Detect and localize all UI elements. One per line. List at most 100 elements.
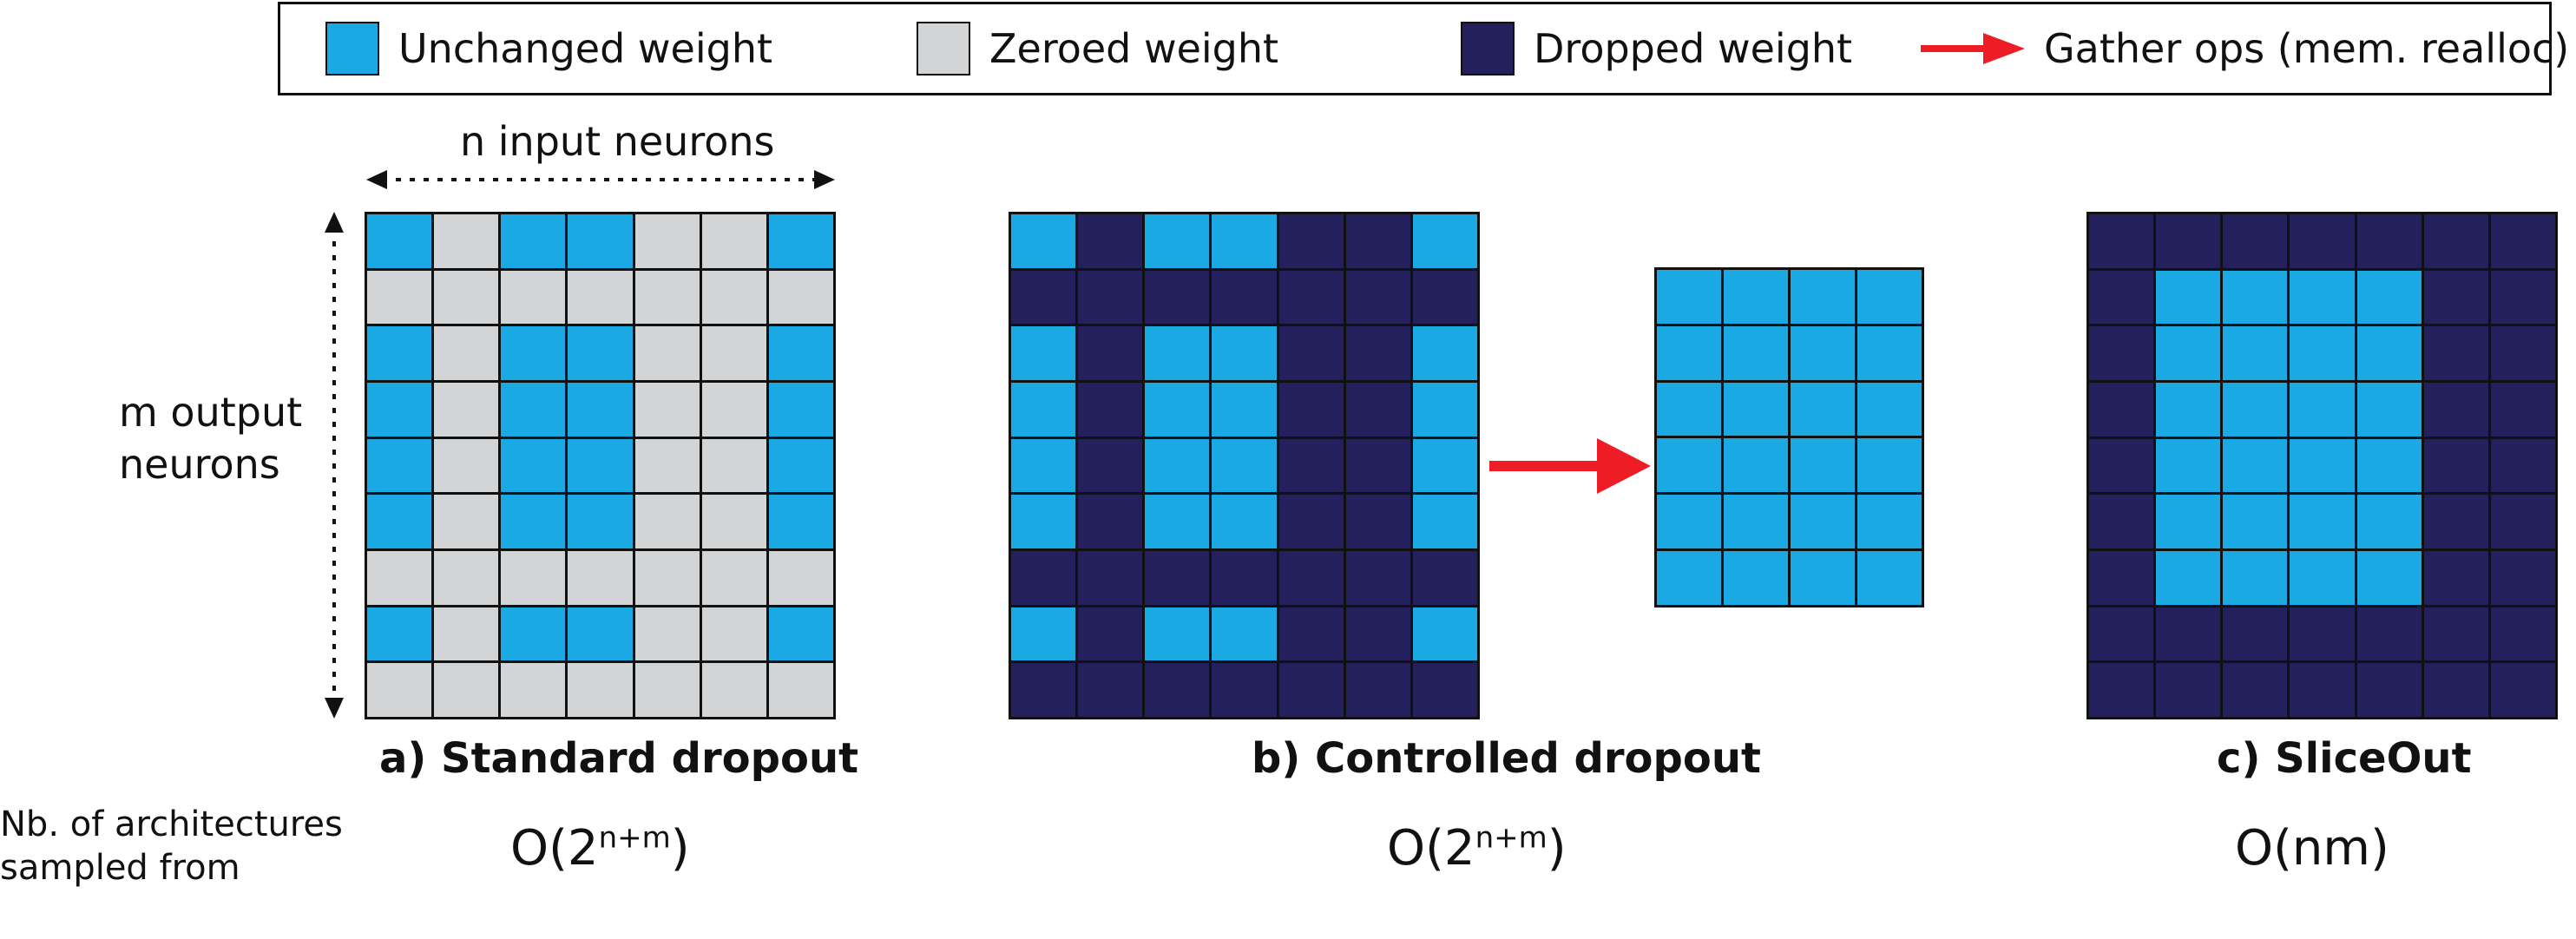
unchanged-weight-cell (1791, 438, 1855, 493)
unchanged-weight-cell (1145, 383, 1210, 437)
legend-dropped-label: Dropped weight (1534, 25, 1853, 72)
unchanged-weight-cell (768, 383, 833, 437)
unchanged-weight-cell (1145, 607, 1210, 661)
unchanged-weight-cell (2290, 326, 2355, 380)
legend-gather-label: Gather ops (mem. realloc) (2044, 25, 2570, 72)
zeroed-weight-cell (434, 383, 499, 437)
dropped-weight-cell (2223, 214, 2288, 268)
architectures-row-label-line1: Nb. of architectures (0, 804, 343, 844)
unchanged-weight-cell (367, 326, 432, 380)
dropped-weight-cell (1278, 495, 1344, 548)
dropped-weight-cell (2089, 495, 2154, 548)
dropped-weight-cell (1011, 270, 1076, 325)
unchanged-weight-cell (1857, 495, 1922, 549)
unchanged-weight-cell (501, 326, 566, 380)
dropped-weight-cell (2490, 551, 2555, 605)
dropped-weight-cell (1345, 663, 1410, 717)
unchanged-weight-cell (2156, 270, 2221, 325)
unchanged-weight-cell (1212, 326, 1277, 380)
unchanged-weight-cell (2356, 326, 2422, 380)
dropped-weight-cell (1145, 551, 1210, 605)
gather-ops-arrow (1489, 438, 1651, 494)
zeroed-weight-cell (634, 383, 700, 437)
sliceout-grid (2086, 212, 2558, 719)
unchanged-weight-cell (2156, 438, 2221, 493)
dropped-weight-cell (1078, 383, 1143, 437)
zeroed-weight-cell (367, 270, 432, 325)
unchanged-weight-cell (2223, 383, 2288, 437)
zeroed-weight-cell (634, 607, 700, 661)
unchanged-weight-cell (1145, 214, 1210, 268)
dropped-weight-cell (2423, 214, 2488, 268)
unchanged-weight-cell (1145, 326, 1210, 380)
zeroed-weight-cell (701, 383, 766, 437)
dropped-weight-cell (2089, 383, 2154, 437)
unchanged-weight-cell (1412, 438, 1477, 493)
complexity-standard-dropout: O(2n+m) (510, 820, 690, 877)
dropped-weight-cell (1278, 663, 1344, 717)
unchanged-weight-cell (2356, 438, 2422, 493)
zeroed-weight-cell (701, 438, 766, 493)
unchanged-weight-cell (2290, 270, 2355, 325)
complexity-a-close: ) (670, 820, 690, 877)
dropped-weight-cell (2089, 551, 2154, 605)
dropped-weight-cell (2089, 326, 2154, 380)
unchanged-weight-cell (1724, 382, 1788, 437)
dropped-weight-cell (2223, 663, 2288, 717)
dropped-weight-cell (2490, 607, 2555, 661)
unchanged-weight-cell (2223, 326, 2288, 380)
zeroed-weight-cell (434, 270, 499, 325)
unchanged-weight-cell (501, 214, 566, 268)
unchanged-weight-cell (501, 607, 566, 661)
output-neurons-label-line2: neurons (119, 441, 280, 488)
dropped-weight-cell (1345, 495, 1410, 548)
unchanged-weight-cell (1412, 214, 1477, 268)
zeroed-weight-cell (634, 495, 700, 548)
unchanged-weight-cell (568, 607, 633, 661)
unchanged-weight-cell (1791, 551, 1855, 605)
dropped-weight-cell (2490, 495, 2555, 548)
dropped-weight-cell (2490, 214, 2555, 268)
unchanged-weight-cell (1212, 383, 1277, 437)
unchanged-weight-cell (367, 214, 432, 268)
dropped-weight-cell (1345, 214, 1410, 268)
unchanged-weight-cell (1145, 495, 1210, 548)
unchanged-weight-cell (1011, 383, 1076, 437)
unchanged-weight-cell (501, 383, 566, 437)
unchanged-weight-cell (501, 438, 566, 493)
zeroed-weight-cell (434, 495, 499, 548)
unchanged-weight-cell (2290, 495, 2355, 548)
zeroed-weight-cell (434, 551, 499, 605)
dropped-weight-cell (1278, 326, 1344, 380)
dropped-weight-cell (1345, 383, 1410, 437)
dropped-weight-cell (2423, 326, 2488, 380)
input-neurons-label: n input neurons (460, 118, 775, 165)
dropped-weight-cell (1212, 551, 1277, 605)
unchanged-weight-cell (568, 214, 633, 268)
horizontal-dimension-arrow (366, 170, 835, 189)
unchanged-weight-cell (1857, 270, 1922, 324)
unchanged-swatch (325, 22, 379, 76)
dropped-weight-cell (2423, 270, 2488, 325)
zeroed-weight-cell (768, 270, 833, 325)
unchanged-weight-cell (1791, 270, 1855, 324)
zeroed-weight-cell (701, 495, 766, 548)
unchanged-weight-cell (2356, 383, 2422, 437)
dropped-weight-cell (2356, 214, 2422, 268)
dropped-weight-cell (1278, 438, 1344, 493)
unchanged-weight-cell (2290, 383, 2355, 437)
unchanged-weight-cell (2290, 551, 2355, 605)
legend-item-unchanged: Unchanged weight (325, 4, 772, 93)
zeroed-weight-cell (434, 607, 499, 661)
standard-dropout-grid (365, 212, 836, 719)
dropped-weight-cell (2423, 607, 2488, 661)
zeroed-weight-cell (701, 663, 766, 717)
dropped-weight-cell (1412, 663, 1477, 717)
dropped-weight-cell (2490, 326, 2555, 380)
dropped-weight-cell (2089, 663, 2154, 717)
complexity-sliceout: O(nm) (2235, 820, 2389, 877)
dropped-weight-cell (1078, 663, 1143, 717)
dropped-weight-cell (1145, 270, 1210, 325)
unchanged-weight-cell (1412, 607, 1477, 661)
dropped-weight-cell (2089, 607, 2154, 661)
